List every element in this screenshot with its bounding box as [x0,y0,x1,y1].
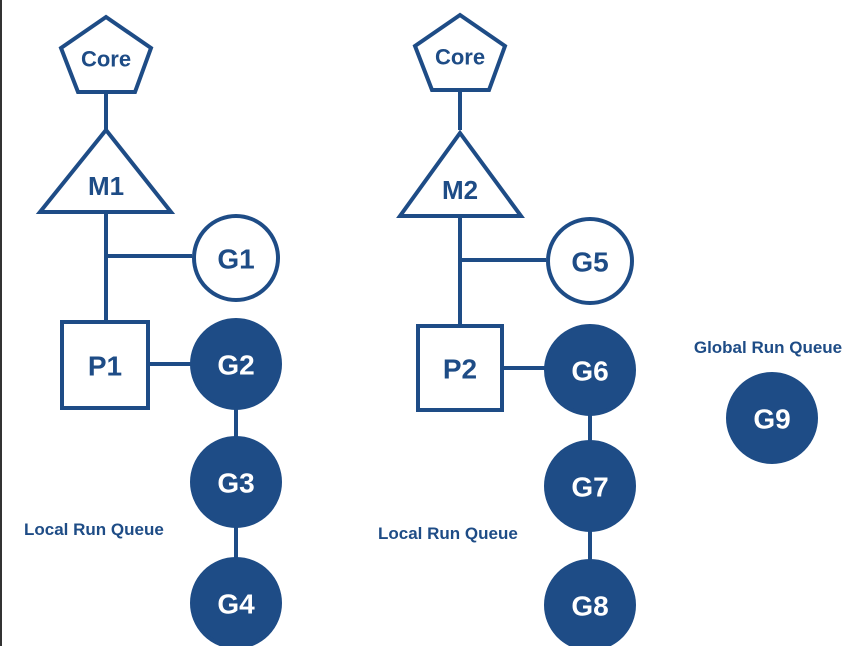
machine-label: M1 [88,171,124,201]
machine-label: M2 [442,175,478,205]
queued-goroutine [190,436,282,528]
queued-goroutine-label: G8 [571,591,608,622]
left-thread-group: Core M1 P1 G1 G2 G3 G4 Local Run Queue [24,14,282,646]
core-pentagon [412,12,508,92]
global-run-queue-label: Global Run Queue [694,338,842,357]
queued-goroutine-label: G2 [217,350,254,381]
right-thread-group: Core M2 P2 G5 G6 G7 G8 Local Run Queue [378,12,636,646]
processor-label: P2 [443,354,477,385]
global-goroutine [726,372,818,464]
queued-goroutine [190,557,282,646]
running-goroutine [192,214,280,302]
core-label: Core [81,47,131,72]
queued-goroutine [544,324,636,416]
queued-goroutine-label: G4 [217,589,255,620]
queued-goroutine [190,318,282,410]
processor-box [60,320,150,410]
running-goroutine [546,217,634,305]
queued-goroutine [544,440,636,532]
global-run-queue: Global Run Queue G9 [694,338,842,464]
local-run-queue-label: Local Run Queue [24,520,164,539]
local-run-queue-label: Local Run Queue [378,524,518,543]
queued-goroutine-label: G7 [571,472,608,503]
machine-triangle [35,126,176,214]
running-goroutine-label: G5 [571,247,608,278]
queued-goroutine-label: G6 [571,356,608,387]
processor-box [416,324,504,412]
running-goroutine-label: G1 [217,244,254,275]
processor-label: P1 [88,351,122,382]
queued-goroutine [544,559,636,646]
core-pentagon [58,14,154,94]
machine-triangle [396,129,525,218]
core-label: Core [435,45,485,70]
queued-goroutine-label: G3 [217,468,254,499]
global-goroutine-label: G9 [753,404,790,435]
